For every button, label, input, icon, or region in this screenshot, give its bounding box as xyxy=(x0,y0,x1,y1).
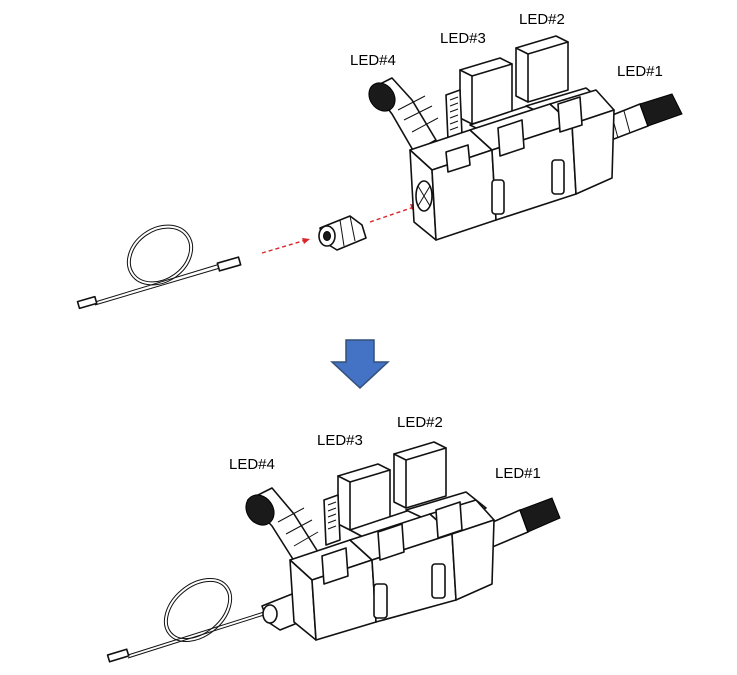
top-led-module-assembly xyxy=(368,35,683,241)
bottom-label-led1: LED#1 xyxy=(495,465,541,482)
bottom-label-led2: LED#2 xyxy=(397,414,443,431)
top-fiber-cable xyxy=(76,224,242,310)
bottom-fiber-cable xyxy=(106,577,265,663)
bottom-label-led4: LED#4 xyxy=(229,456,275,473)
top-label-led1: LED#1 xyxy=(617,63,663,80)
top-adapter-coupler xyxy=(318,215,367,251)
top-label-led2: LED#2 xyxy=(519,11,565,28)
top-label-led4: LED#4 xyxy=(350,52,396,69)
top-dashed-arrow-1 xyxy=(261,238,310,254)
top-label-led3: LED#3 xyxy=(440,30,486,47)
bottom-label-led3: LED#3 xyxy=(317,432,363,449)
down-arrow-icon xyxy=(330,339,390,390)
top-dashed-arrow-2 xyxy=(369,204,418,223)
bottom-led-module-assembly xyxy=(245,441,561,641)
